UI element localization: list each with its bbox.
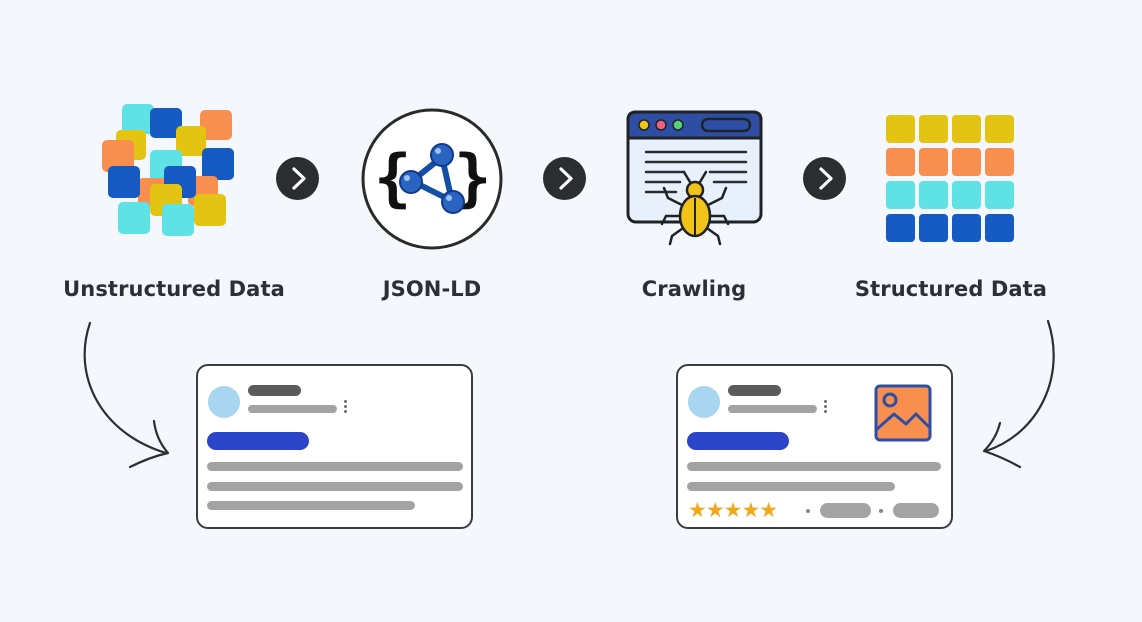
step-label-json-ld: JSON-LD (382, 277, 482, 301)
avatar (688, 386, 720, 418)
curved-arrow-left (83, 321, 170, 469)
result-title-bar (207, 432, 309, 450)
image-thumbnail-icon (874, 384, 932, 442)
meta-pill (893, 503, 939, 518)
result-title-bar (687, 432, 789, 450)
grid-squares-icon (886, 115, 1014, 242)
description-line (207, 501, 415, 510)
chevron-right-icon (276, 157, 319, 200)
site-name-bar (728, 385, 781, 396)
step-label-crawling: Crawling (641, 277, 747, 301)
json-ld-icon: { } (361, 108, 503, 250)
rich-result-card-icon: ★★★★★ (676, 364, 953, 529)
search-result-card-icon (196, 364, 473, 529)
curved-arrow-right (982, 319, 1055, 469)
chevron-right-icon (543, 157, 586, 200)
description-line (207, 462, 463, 471)
step-label-unstructured-data: Unstructured Data (63, 277, 285, 301)
separator-dot (806, 509, 810, 513)
description-line (687, 462, 941, 471)
description-line (207, 482, 463, 491)
site-name-bar (248, 385, 301, 396)
chevron-right-icon (803, 157, 846, 200)
more-vertical-icon (344, 400, 347, 415)
url-bar (248, 405, 337, 413)
meta-pill (820, 503, 871, 518)
more-vertical-icon (824, 400, 827, 415)
avatar (208, 386, 240, 418)
step-label-structured-data: Structured Data (854, 277, 1048, 301)
scattered-squares-icon (102, 104, 234, 236)
rating-stars: ★★★★★ (688, 498, 778, 522)
separator-dot (879, 509, 883, 513)
crawler-bug-browser-icon (626, 110, 763, 246)
description-line (687, 482, 895, 491)
url-bar (728, 405, 817, 413)
